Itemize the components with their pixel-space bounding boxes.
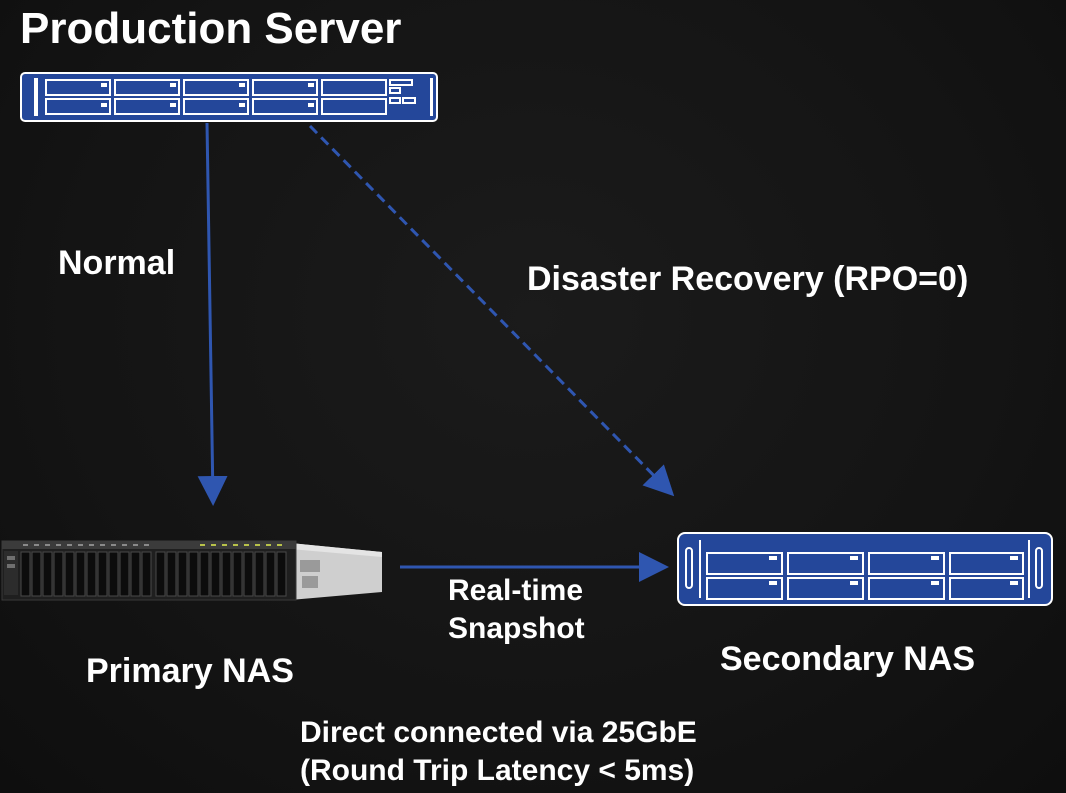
connection-line-1: Direct connected via 25GbE	[300, 716, 697, 749]
disaster-recovery-label: Disaster Recovery (RPO=0)	[527, 260, 969, 298]
normal-arrow	[197, 122, 228, 506]
connection-note: Direct connected via 25GbE (Round Trip L…	[300, 714, 697, 790]
production-server-label: Production Server	[20, 4, 402, 53]
snapshot-line: Snapshot	[448, 612, 585, 645]
primary-nas-icon	[1, 540, 382, 601]
secondary-nas-icon	[677, 532, 1053, 606]
primary-nas-label: Primary NAS	[86, 652, 294, 690]
disaster-recovery-arrow	[308, 124, 675, 497]
production-server-icon	[20, 72, 438, 122]
secondary-nas-label: Secondary NAS	[720, 640, 976, 678]
realtime-line: Real-time	[448, 574, 584, 607]
connection-line-2: (Round Trip Latency < 5ms)	[300, 754, 695, 787]
normal-path-label: Normal	[58, 244, 176, 282]
realtime-snapshot-label: Real-time Snapshot	[448, 572, 585, 648]
